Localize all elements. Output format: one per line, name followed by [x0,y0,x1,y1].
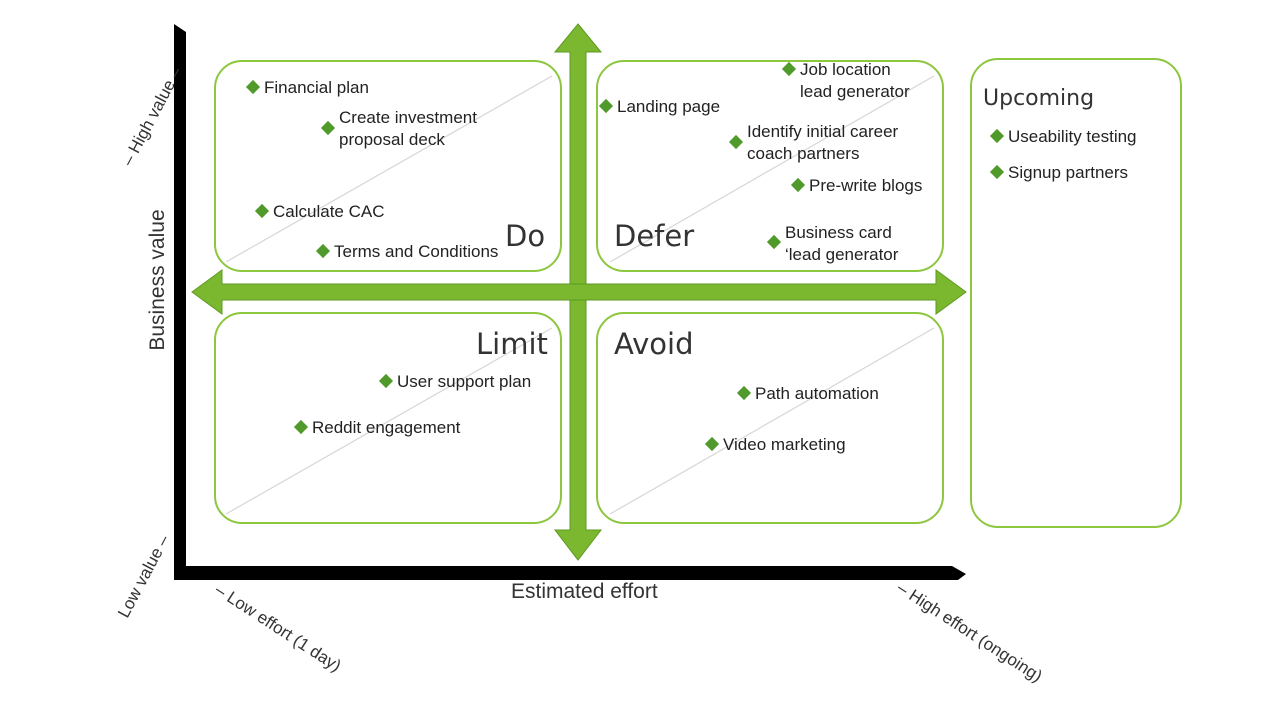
quadrant-do-label: Do [505,219,546,253]
task-label: Identify initial career coach partners [747,122,899,163]
task-item: Job location lead generator [781,59,910,103]
diamond-marker-icon [790,177,806,193]
task-label: Signup partners [1008,163,1129,182]
task-label: Useability testing [1008,127,1137,146]
diamond-marker-icon [245,79,261,95]
quadrant-avoid-label: Avoid [614,327,694,361]
task-item: Landing page [598,96,721,118]
x-axis-line [174,566,966,580]
diamond-marker-icon [315,243,331,259]
diamond-marker-icon [320,120,336,136]
task-item: Path automation [736,383,879,405]
upcoming-item: Signup partners [989,162,1129,184]
task-label: User support plan [397,372,532,391]
quadrant-limit-label: Limit [476,327,548,361]
task-label: Reddit engagement [312,418,461,437]
upcoming-title: Upcoming [983,86,1095,111]
x-high-label: – High effort (ongoing) [893,578,1046,686]
task-label: Financial plan [264,78,369,97]
task-label: Calculate CAC [273,202,385,221]
diamond-marker-icon [736,385,752,401]
diamond-marker-icon [293,419,309,435]
x-low-label: – Low effort (1 day) [211,580,345,676]
task-label: Business card ‘lead generator [785,223,899,264]
y-axis-label: Business value [146,209,169,351]
y-high-label: – High value – [118,64,186,169]
task-item: Terms and Conditions [315,241,499,263]
task-label: Pre-write blogs [809,176,923,195]
task-label: Terms and Conditions [334,242,499,261]
task-label: Video marketing [723,435,846,454]
diamond-marker-icon [728,134,744,150]
diamond-marker-icon [989,128,1005,144]
diamond-marker-icon [781,61,797,77]
diamond-marker-icon [704,436,720,452]
task-item: User support plan [378,371,532,393]
task-item: Video marketing [704,434,846,456]
task-item: Reddit engagement [293,417,461,439]
task-item: Business card ‘lead generator [766,222,899,266]
upcoming-item: Useability testing [989,126,1137,148]
quadrant-defer-label: Defer [614,219,695,253]
task-item: Pre-write blogs [790,175,923,197]
task-item: Create investment proposal deck [320,107,477,151]
task-item: Identify initial career coach partners [728,121,899,165]
task-label: Create investment proposal deck [339,108,477,149]
upcoming-panel [970,58,1182,528]
diamond-marker-icon [766,234,782,250]
x-axis-label: Estimated effort [511,580,658,603]
y-axis-line [174,24,186,578]
task-item: Financial plan [245,77,369,99]
task-label: Path automation [755,384,879,403]
task-label: Job location lead generator [800,60,910,101]
diamond-marker-icon [989,164,1005,180]
y-low-label: Low value – [114,531,174,621]
diamond-marker-icon [378,373,394,389]
task-item: Calculate CAC [254,201,385,223]
diamond-marker-icon [598,98,614,114]
horizontal-arrow [191,269,967,315]
task-label: Landing page [617,97,721,116]
diamond-marker-icon [254,203,270,219]
